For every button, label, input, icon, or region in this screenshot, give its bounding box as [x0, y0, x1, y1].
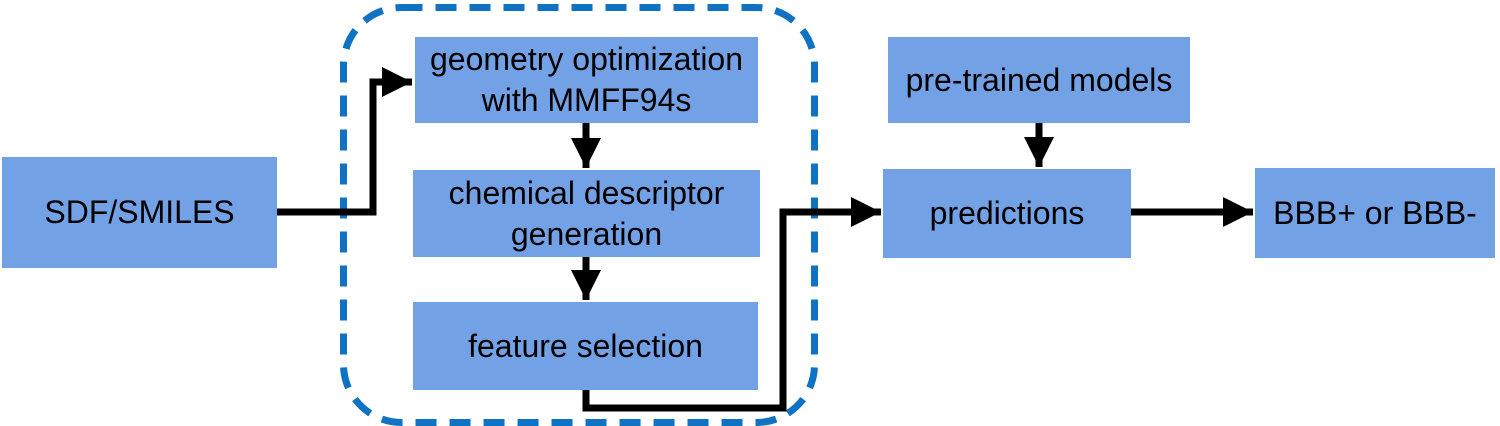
node-geometry-optimization-label: geometry optimization with MMFF94s	[429, 41, 744, 118]
node-geometry-optimization: geometry optimization with MMFF94s	[415, 37, 758, 123]
node-feature-selection: feature selection	[413, 302, 758, 390]
node-feature-selection-label: feature selection	[468, 327, 703, 364]
node-output-label: BBB+ or BBB-	[1273, 194, 1477, 231]
arrow-input-to-geometry	[277, 66, 412, 216]
node-descriptor-generation: chemical descriptor generation	[413, 170, 760, 257]
node-predictions-label: predictions	[929, 195, 1085, 232]
node-input-label: SDF/SMILES	[44, 194, 235, 231]
node-pretrained-models: pre-trained models	[888, 37, 1190, 123]
node-pretrained-models-label: pre-trained models	[905, 61, 1173, 98]
node-descriptor-generation-label: chemical descriptor generation	[448, 174, 725, 252]
node-predictions: predictions	[883, 169, 1131, 258]
arrow-feature-to-predictions	[582, 196, 881, 412]
node-input-sdf-smiles: SDF/SMILES	[2, 157, 277, 268]
node-output-bbb-class: BBB+ or BBB-	[1255, 168, 1495, 258]
